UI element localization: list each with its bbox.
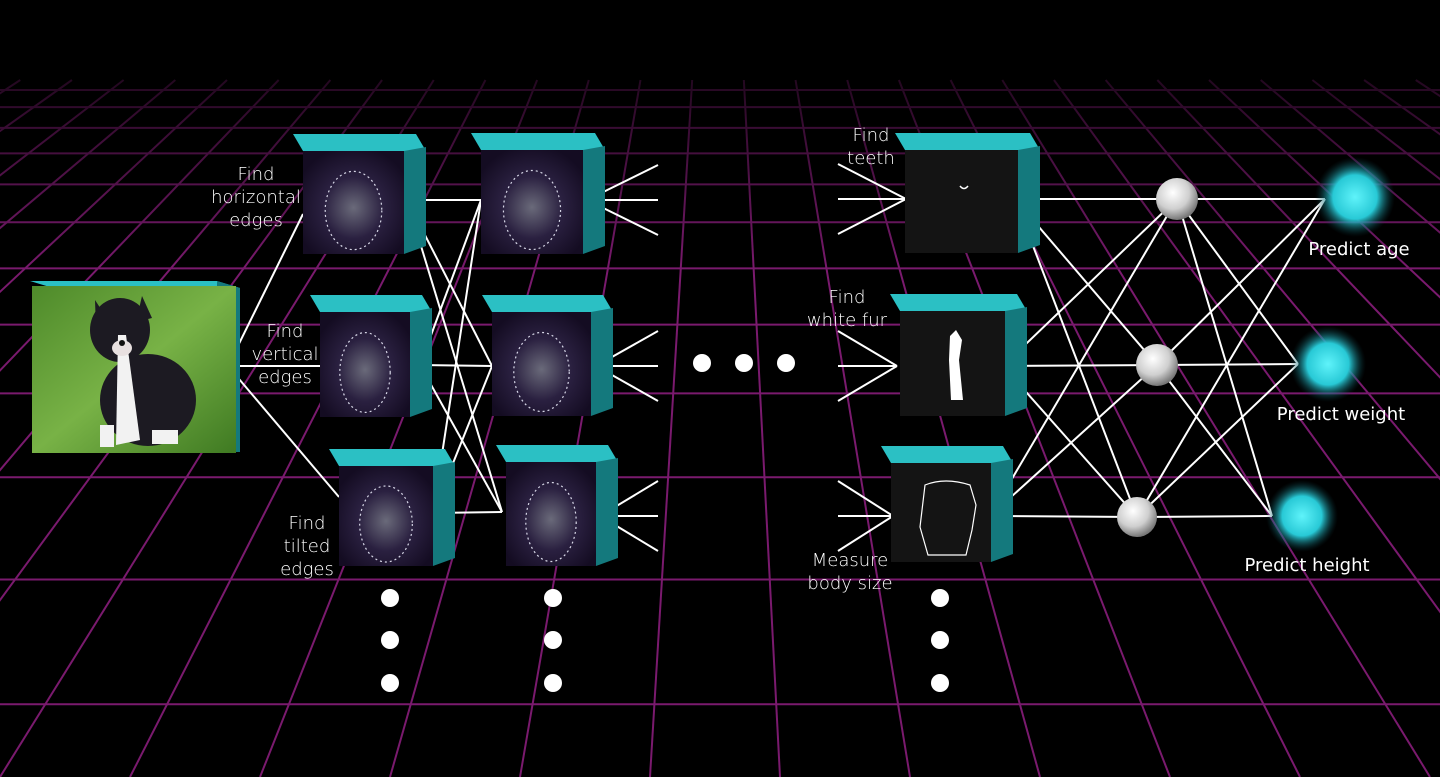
label-line: teeth <box>847 148 895 169</box>
label-line: tilted <box>283 536 331 557</box>
feature-map-image <box>492 312 591 416</box>
dog-edge-outline <box>502 169 562 251</box>
feature-map-cube <box>471 133 605 254</box>
label-line: edges <box>258 367 312 388</box>
feature-map-image <box>339 466 433 566</box>
teeth-mark <box>959 185 969 190</box>
dog-edge-outline <box>359 485 413 563</box>
feature-map-cube <box>482 295 613 416</box>
label-predict-age: Predict age <box>1308 239 1410 260</box>
label-line: edges <box>229 210 283 231</box>
label-line: white fur <box>806 310 888 331</box>
feature-map-image <box>905 150 1018 253</box>
label-line: horizontal <box>211 187 301 208</box>
feature-map-image <box>891 463 991 562</box>
continuation-dots <box>381 354 949 692</box>
white-fur-mask <box>949 330 963 400</box>
feature-map-cubes <box>293 133 1040 566</box>
feature-map-cube <box>895 133 1040 253</box>
feature-map-image <box>506 462 596 566</box>
label-horizontal-edges: Find horizontal edges <box>211 163 301 232</box>
body-size-outline <box>919 480 977 556</box>
feature-map-cube <box>881 446 1013 562</box>
dog-edge-outline <box>525 481 577 563</box>
hidden-neuron <box>1156 178 1198 220</box>
label-line: body size <box>807 573 893 594</box>
feature-map-image <box>320 312 410 417</box>
label-find-white-fur: Find white fur <box>807 286 887 332</box>
label-line: Find <box>288 513 326 534</box>
label-find-teeth: Find teeth <box>847 124 895 170</box>
hidden-neurons <box>1117 178 1198 537</box>
dog-icon <box>90 296 196 447</box>
label-vertical-edges: Find vertical edges <box>251 320 318 389</box>
feature-map-image <box>481 150 583 254</box>
output-neuron-age <box>1315 157 1395 237</box>
label-line: Measure <box>811 550 889 571</box>
feature-map-image <box>303 151 404 254</box>
hidden-neuron <box>1136 344 1178 386</box>
label-line: vertical <box>251 344 319 365</box>
output-neuron-height <box>1266 480 1338 552</box>
label-line: Find <box>266 321 304 342</box>
label-line: Find <box>852 125 890 146</box>
output-neurons <box>1266 157 1395 552</box>
dog-edge-outline <box>339 332 391 414</box>
label-tilted-edges: Find tilted edges <box>280 512 334 581</box>
dog-edge-outline <box>324 170 383 251</box>
label-predict-weight: Predict weight <box>1276 404 1406 425</box>
label-measure-body-size: Measure body size <box>807 549 892 595</box>
feature-map-cube <box>310 295 432 417</box>
label-line: edges <box>280 559 334 580</box>
label-predict-height: Predict height <box>1244 555 1370 576</box>
feature-map-cube <box>329 449 455 566</box>
output-neuron-weight <box>1290 326 1366 402</box>
feature-map-cube <box>496 445 618 566</box>
feature-map-cube <box>293 134 426 254</box>
dog-edge-outline <box>513 331 570 413</box>
label-line: Find <box>828 287 866 308</box>
input-image-cube <box>30 281 240 453</box>
label-line: Find <box>237 164 275 185</box>
hidden-neuron <box>1117 497 1157 537</box>
